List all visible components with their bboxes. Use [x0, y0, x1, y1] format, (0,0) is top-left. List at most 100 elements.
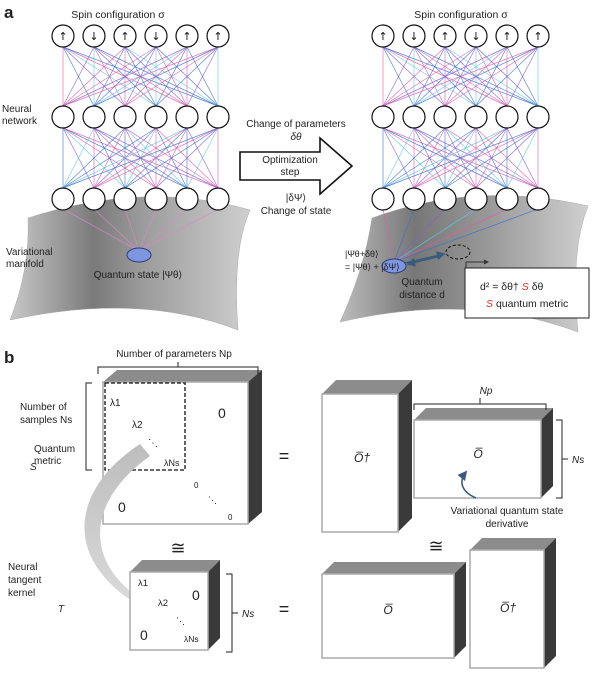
state-connection	[393, 208, 477, 263]
network-connection	[186, 127, 219, 189]
O-dagger-matrix-bottom	[469, 538, 556, 669]
approx-sign-right: ≅	[428, 536, 443, 556]
quantum-state-label: Quantum state |Ψθ⟩	[94, 270, 183, 281]
quantum-state-ellipse	[126, 247, 152, 263]
ntk-submatrix-region	[104, 382, 186, 471]
spin-arrow-label: ↑	[182, 30, 191, 43]
spin-arrow-label: ↓	[409, 30, 418, 43]
ntk-label-line3: kernel	[8, 588, 35, 599]
network-connection	[382, 46, 508, 107]
s-lambda2: λ2	[132, 420, 143, 431]
s-zero-diag-end: 0	[228, 513, 233, 522]
s-zero-diag: 0	[194, 481, 199, 490]
state-connection	[138, 208, 219, 252]
state-connection	[382, 208, 395, 263]
O-label-bottom: O̅	[383, 603, 393, 617]
spin-node	[113, 24, 137, 48]
output-node	[113, 187, 137, 211]
network-connection	[62, 127, 219, 189]
output-node	[175, 187, 199, 211]
ntk-derivation-arrow	[84, 444, 158, 614]
Ns-label-top: Ns	[572, 455, 584, 466]
state-connection	[393, 208, 508, 263]
hidden-node	[526, 105, 550, 129]
t-lambda1: λ1	[138, 578, 148, 589]
spin-node	[402, 24, 426, 48]
network-connection	[62, 127, 126, 189]
output-node	[433, 187, 457, 211]
output-node	[82, 187, 106, 211]
network-connection	[93, 127, 219, 189]
S-label: S	[30, 462, 37, 473]
O-dagger-matrix-top	[321, 380, 412, 533]
spin-node	[464, 24, 488, 48]
hidden-node	[495, 105, 519, 129]
neural-network-label-line2: network	[2, 116, 38, 127]
network-connection	[62, 46, 219, 107]
t-lambdaNs: λNs	[184, 634, 199, 644]
hidden-node	[144, 105, 168, 129]
approx-sign-left: ≅	[170, 538, 185, 558]
spin-node	[433, 24, 457, 48]
psi-new-line1: |Ψθ+δθ⟩	[345, 249, 378, 259]
derivative-pointer-arrow	[457, 470, 477, 499]
hidden-node	[175, 105, 199, 129]
hidden-node	[464, 105, 488, 129]
network-connection	[124, 46, 219, 107]
spin-arrow-label: ↑	[213, 30, 222, 43]
spin-arrow-label: ↑	[502, 30, 511, 43]
t-zero-top-right: 0	[192, 587, 200, 603]
number-of-samples-line2: samples Ns	[20, 415, 72, 426]
s-zero-top-right: 0	[218, 405, 226, 421]
spin-node	[175, 24, 199, 48]
network-connection	[155, 127, 219, 189]
spin-node	[144, 24, 168, 48]
metric-formula: d² = δθ† S δθ	[480, 281, 544, 293]
network-connection	[506, 46, 539, 107]
spin-arrow-label: ↑	[120, 30, 129, 43]
equals-sign-top: =	[279, 446, 290, 466]
current-state-ellipse	[381, 258, 407, 274]
quantum-metric-box	[464, 267, 590, 319]
number-of-parameters-label: Number of parameters Np	[116, 349, 232, 360]
panel-a-label: a	[4, 3, 14, 22]
spin-arrow-label: ↓	[471, 30, 480, 43]
network-connection	[124, 127, 219, 189]
spin-arrow-label: ↑	[533, 30, 542, 43]
variational-derivative-line2: derivative	[486, 519, 529, 530]
network-connection	[155, 46, 219, 107]
Np-label-top: Np	[480, 386, 493, 397]
output-node	[144, 187, 168, 211]
psi-new-line2: = |Ψθ⟩ + |δΨ⟩	[345, 262, 400, 272]
spin-node	[82, 24, 106, 48]
variational-derivative-line1: Variational quantum state	[451, 506, 564, 517]
network-connection	[382, 127, 477, 189]
spin-node	[371, 24, 395, 48]
variational-manifold-label-line1: Variational	[6, 247, 53, 258]
state-connection	[62, 208, 140, 252]
quantum-metric-line2: metric	[34, 456, 61, 467]
network-connection	[413, 46, 539, 107]
output-node	[402, 187, 426, 211]
right-neural-network: ↑↓↑↓↑↑	[371, 24, 550, 263]
t-dots: ⋱	[176, 616, 185, 626]
network-connection	[62, 46, 126, 107]
neural-tangent-kernel-matrix	[129, 560, 220, 651]
network-connection	[62, 46, 95, 107]
network-connection	[186, 46, 219, 107]
hidden-node	[402, 105, 426, 129]
updated-state-ellipse	[445, 244, 471, 260]
optimization-step-arrow	[239, 136, 354, 196]
network-connection	[62, 127, 95, 189]
hidden-node	[433, 105, 457, 129]
Ns-label-ntk: Ns	[242, 609, 254, 620]
t-lambda2: λ2	[158, 598, 168, 609]
network-connection	[93, 46, 219, 107]
quantum-metric-matrix	[102, 370, 262, 525]
spin-arrow-label: ↑	[378, 30, 387, 43]
state-connection	[124, 208, 140, 252]
network-connection	[62, 46, 188, 107]
output-node	[51, 187, 75, 211]
output-node	[464, 187, 488, 211]
